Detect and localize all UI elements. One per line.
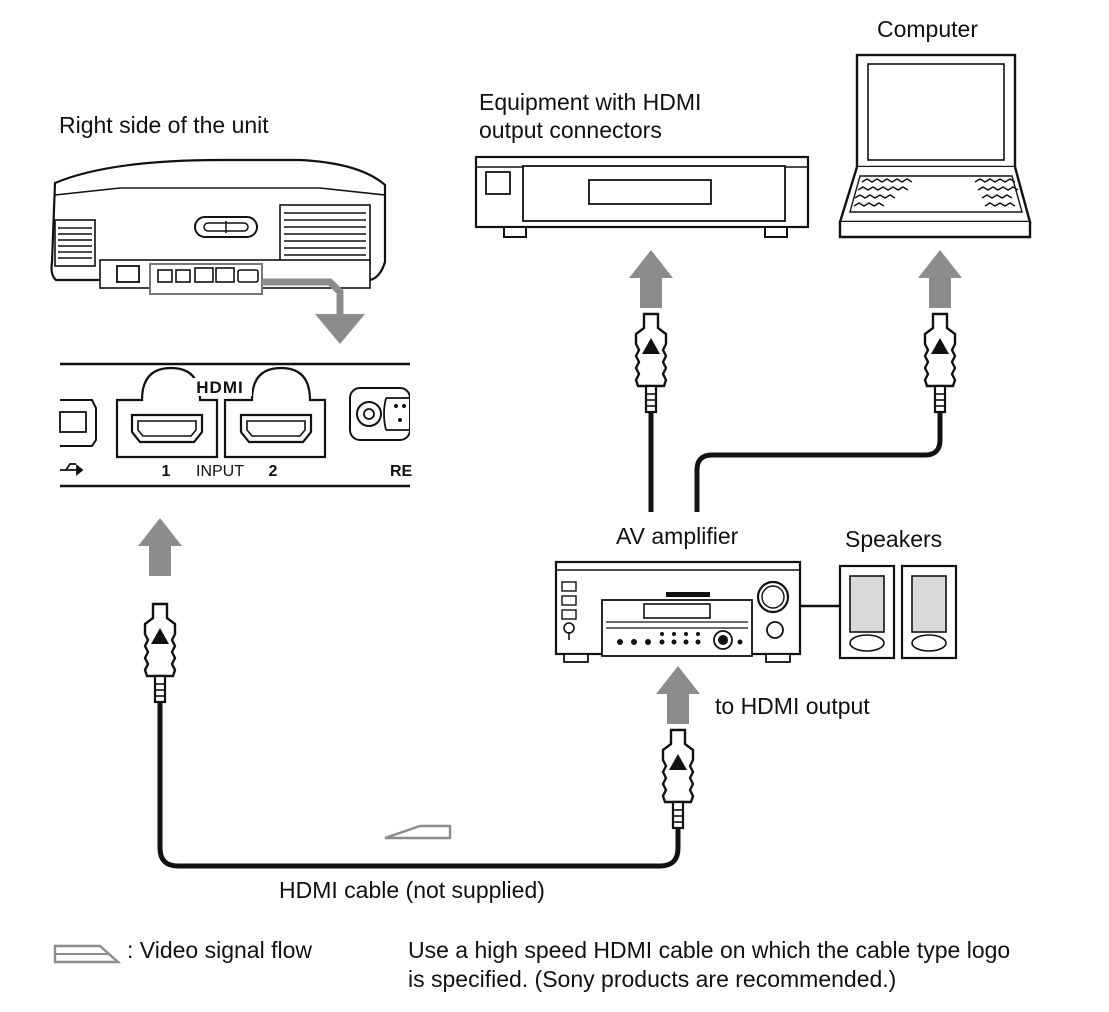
unit-side-label: Right side of the unit [59, 112, 269, 138]
input-2-label: 2 [269, 463, 278, 480]
hdmi-source-equipment [474, 155, 810, 238]
flow-direction-icon [384, 824, 452, 840]
note-line1: Use a high speed HDMI cable on which the… [408, 937, 1011, 963]
hdmi-input-panel: HDMI 1 INPUT 2 RE [59, 360, 430, 490]
note-line2: is specified. (Sony products are recomme… [408, 966, 897, 992]
signal-arrow-computer [918, 250, 962, 308]
computer-laptop [838, 53, 1032, 239]
signal-arrow-projector [138, 518, 182, 576]
av-amplifier [554, 560, 802, 663]
hdmi-plug-computer [923, 312, 957, 414]
equipment-label-line2: output connectors [479, 117, 662, 143]
zoom-arrow [262, 278, 344, 318]
legend-signal-flow: : Video signal flow [127, 937, 312, 963]
rear-label: RE [390, 463, 413, 480]
usb-icon [60, 463, 84, 476]
hdmi-logo: HDMI [196, 378, 243, 397]
speakers [838, 564, 958, 660]
speakers-label: Speakers [845, 526, 943, 552]
input-caption: INPUT [196, 463, 244, 480]
hdmi-plug-equipment [634, 312, 668, 414]
hdmi-plug-projector [143, 602, 177, 704]
computer-label: Computer [877, 16, 978, 42]
signal-arrow-amplifier [656, 666, 700, 724]
hdmi-cables [157, 410, 943, 869]
equipment-label-line1: Equipment with HDMI [479, 89, 702, 115]
cable-label: HDMI cable (not supplied) [279, 877, 545, 903]
signal-arrow-equipment [629, 250, 673, 308]
projector-unit [50, 158, 387, 295]
hdmi-output-label: to HDMI output [715, 693, 870, 719]
av-amplifier-label: AV amplifier [616, 523, 739, 549]
input-1-label: 1 [162, 463, 171, 480]
hdmi-plug-amplifier [661, 728, 695, 830]
